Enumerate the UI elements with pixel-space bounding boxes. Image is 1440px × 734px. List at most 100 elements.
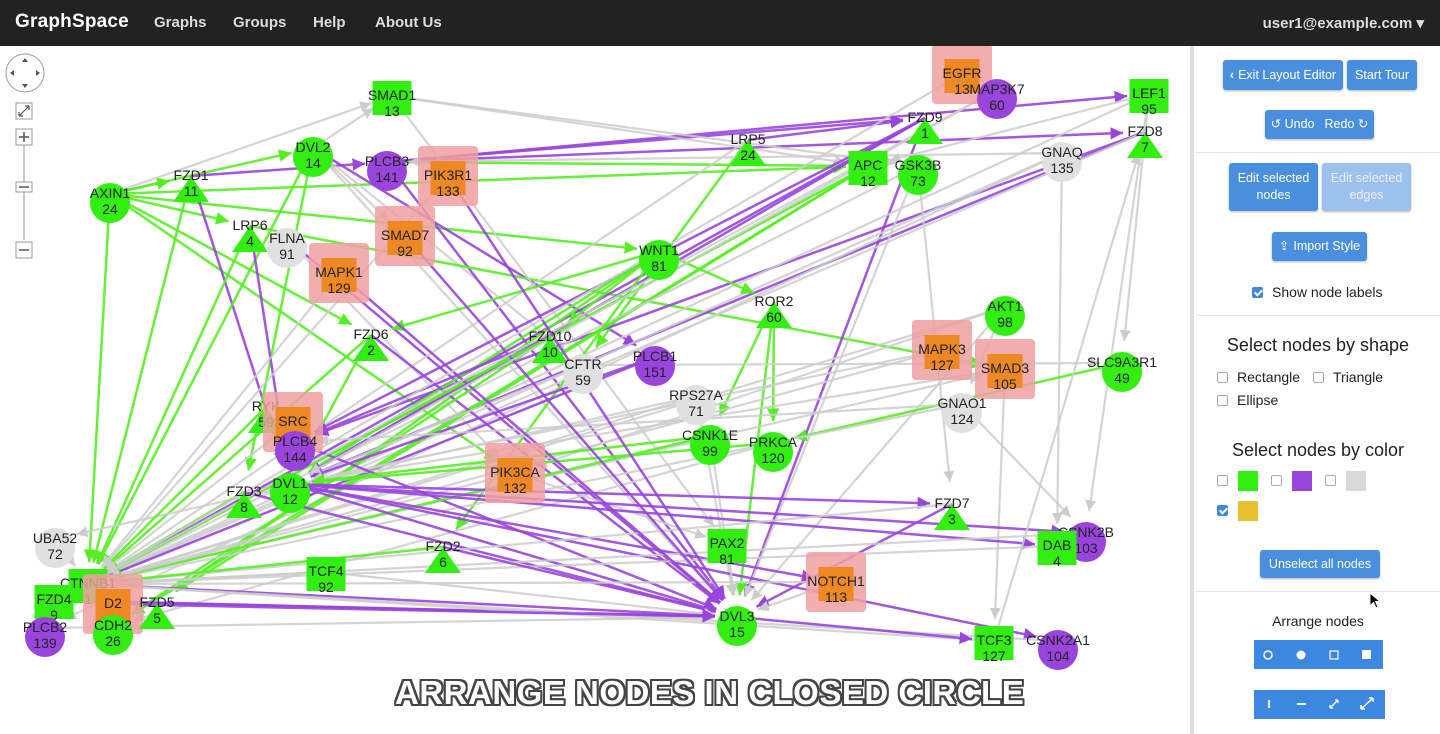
- edge-DVL1-CSNK2A1[interactable]: [289, 482, 1037, 641]
- arrange-square-button[interactable]: [1318, 640, 1350, 669]
- edge-CFTR-DVL1[interactable]: [309, 363, 584, 477]
- edge-GNAO1-CSNK2B[interactable]: [961, 403, 1072, 518]
- color-checkbox-3[interactable]: [1217, 505, 1228, 516]
- edge-FZD1-CTNNB1[interactable]: [90, 175, 193, 563]
- edge-SMAD7-DVL3[interactable]: [404, 235, 724, 602]
- edge-PIK3CA-PAX2[interactable]: [514, 471, 707, 539]
- edge-PLCB4-DVL3[interactable]: [294, 440, 718, 611]
- edge-AXIN1-SMAD1[interactable]: [109, 101, 372, 196]
- edge-FZD7-CTNNB1[interactable]: [109, 502, 953, 587]
- redo-button[interactable]: Redo ↻: [1324, 117, 1369, 132]
- color-checkbox-0[interactable]: [1217, 475, 1228, 486]
- color-swatch-0[interactable]: [1238, 471, 1258, 491]
- arrange-expand-button[interactable]: [1350, 690, 1385, 719]
- edge-FZD9-CTNNB1[interactable]: [106, 116, 926, 575]
- edge-SMAD3-TCF3[interactable]: [989, 368, 1007, 620]
- edge-MAPK1-DVL3[interactable]: [338, 272, 722, 604]
- edge-DVL1-DAB[interactable]: [289, 482, 1036, 550]
- checkbox-checked-icon[interactable]: [1252, 286, 1263, 298]
- edge-DVL1-FZD7[interactable]: [289, 482, 931, 510]
- edge-NOTCH1-CTNNB1[interactable]: [109, 578, 837, 590]
- edge-TCF4-DVL3[interactable]: [325, 570, 716, 619]
- shape-ellipse-checkbox[interactable]: Ellipse: [1217, 392, 1278, 408]
- edge-PIK3CA-CTNNB1[interactable]: [109, 471, 516, 582]
- node-d2[interactable]: D2: [83, 574, 143, 634]
- edge-MAPK1-CTNNB1[interactable]: [100, 272, 340, 568]
- edge-LEF1-APC[interactable]: [889, 92, 1150, 164]
- pan-control[interactable]: [5, 53, 45, 93]
- edge-AXIN1-APC[interactable]: [109, 161, 847, 196]
- exit-layout-editor-button[interactable]: ‹Exit Layout Editor: [1223, 60, 1343, 90]
- color-swatch-1[interactable]: [1292, 471, 1312, 491]
- import-style-button[interactable]: ⇪Import Style: [1272, 232, 1367, 261]
- nav-help[interactable]: Help: [313, 14, 346, 31]
- edge-DVL2-CFTR[interactable]: [312, 147, 567, 353]
- edge-FZD2-DVL3[interactable]: [442, 545, 716, 616]
- edge-DVL2-CTNNB1[interactable]: [96, 147, 315, 566]
- edge-AXIN1-DVL2[interactable]: [109, 149, 292, 196]
- edge-AXIN1-CTNNB1[interactable]: [83, 193, 112, 563]
- edge-DAB-CTNNB1[interactable]: [109, 544, 1058, 589]
- undo-button[interactable]: ↺ Undo: [1270, 117, 1315, 132]
- color-swatch-2[interactable]: [1346, 471, 1366, 491]
- edge-SMAD1-GSK3B[interactable]: [391, 94, 897, 168]
- arrange-circle-button[interactable]: [1254, 640, 1286, 669]
- edge-AXIN1-FZD6[interactable]: [109, 192, 353, 326]
- color-checkbox-2[interactable]: [1325, 475, 1336, 486]
- edge-FZD2-CTNNB1[interactable]: [109, 545, 444, 587]
- edge-GNAQ-DAB[interactable]: [1051, 152, 1064, 525]
- arrange-filled-circle-button[interactable]: [1286, 640, 1318, 669]
- nav-about-us[interactable]: About Us: [375, 14, 442, 31]
- panel-splitter[interactable]: [1190, 46, 1194, 734]
- edit-selected-edges-button[interactable]: Edit selected edges: [1322, 163, 1411, 211]
- unselect-all-nodes-button[interactable]: Unselect all nodes: [1260, 550, 1380, 578]
- arrange-vertical-button[interactable]: [1254, 690, 1286, 719]
- edge-PLCB3-FZD8[interactable]: [386, 127, 1124, 164]
- edge-GNAQ-PLCB3[interactable]: [408, 151, 1063, 168]
- edge-EGFR-CTNNB1[interactable]: [106, 73, 963, 574]
- edge-AKT1-CTNNB1[interactable]: [108, 305, 1006, 580]
- edge-SRC-CTNNB1[interactable]: [104, 421, 294, 572]
- arrange-horizontal-button[interactable]: [1286, 690, 1318, 719]
- brand-logo[interactable]: GraphSpace: [15, 11, 129, 32]
- edge-DVL1-CSNK2B[interactable]: [289, 482, 1065, 538]
- edge-LRP6-CTNNB1[interactable]: [95, 225, 252, 565]
- edge-SMAD3-DVL1[interactable]: [311, 367, 1006, 485]
- start-tour-button[interactable]: Start Tour: [1347, 60, 1417, 90]
